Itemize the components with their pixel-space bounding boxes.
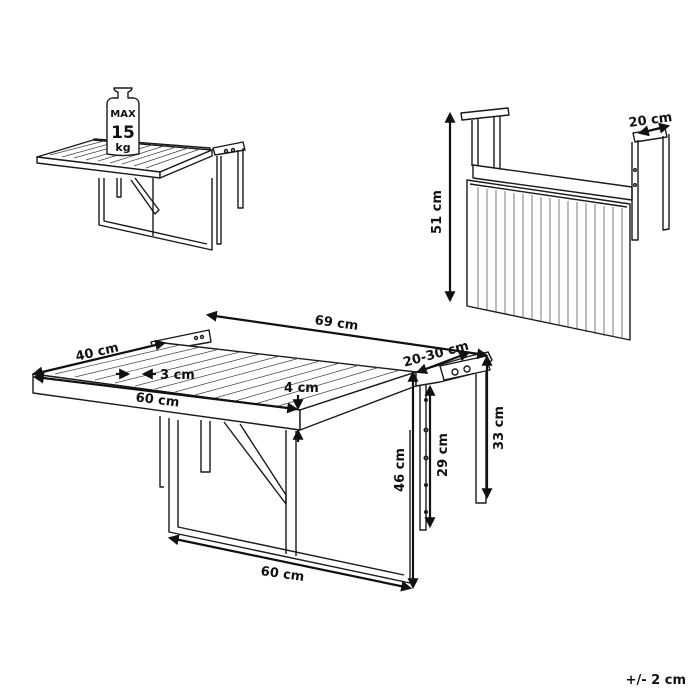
- overall-depth-label: 69 cm: [314, 313, 360, 334]
- frame-height-label: 46 cm: [393, 448, 408, 492]
- folded-view: 51 cm 20 cm: [430, 107, 674, 341]
- top-width-dimension: [32, 372, 299, 414]
- hook-depth-dimension: [637, 122, 671, 137]
- hook-leg-label: 33 cm: [492, 406, 507, 450]
- top-thickness-label: 4 cm: [284, 381, 319, 396]
- top-depth-dimension: [31, 339, 167, 378]
- load-view: MAX 15 kg: [36, 87, 246, 251]
- tolerance-note: +/- 2 cm: [625, 673, 686, 688]
- overall-depth-dimension: [205, 310, 489, 360]
- top-width-label: 60 cm: [135, 390, 180, 410]
- main-view: 69 cm 40 cm 3 cm 60 cm 4 cm 20-30 cm 33 …: [31, 310, 507, 592]
- frame-width-label: 60 cm: [260, 564, 306, 585]
- frame-width-dimension: [167, 534, 413, 592]
- bracket-adjust-label: 29 cm: [436, 433, 451, 477]
- hook-depth-label: 20 cm: [628, 110, 674, 131]
- hook-range-dimension: [415, 350, 471, 375]
- weight-unit-label: kg: [115, 141, 130, 154]
- weight-max-label: MAX: [110, 109, 136, 120]
- slat-gap-label: 3 cm: [160, 368, 195, 383]
- folded-height-label: 51 cm: [430, 190, 445, 234]
- weight-value-label: 15: [111, 123, 135, 143]
